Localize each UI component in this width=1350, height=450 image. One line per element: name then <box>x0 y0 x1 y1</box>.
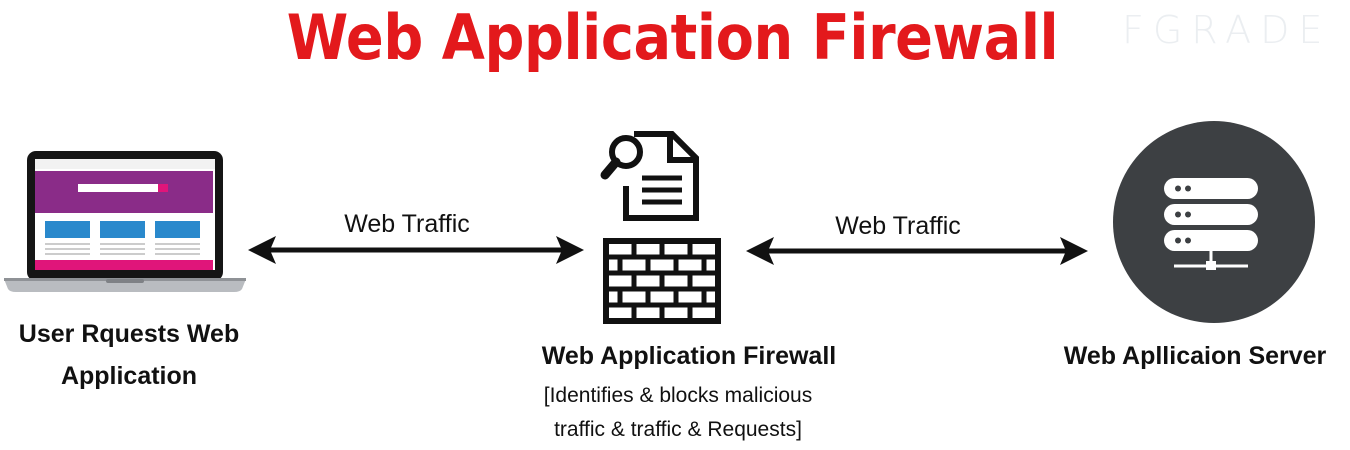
laptop-screen-tile-3 <box>155 221 200 238</box>
laptop-screen-footer <box>35 260 213 270</box>
laptop-base <box>4 279 246 292</box>
laptop-screen-tile-2 <box>100 221 145 238</box>
document-search-icon <box>600 131 699 221</box>
brand-logo: FGRADE <box>1122 8 1332 52</box>
laptop-screen-search-button <box>158 184 168 192</box>
firewall-note-line1: [Identifies & blocks malicious <box>543 384 813 407</box>
firewall-note-line2: traffic & traffic & Requests] <box>554 418 802 441</box>
server-label: Web Apllicaion Server <box>1063 342 1327 370</box>
brick-wall-icon <box>603 238 721 324</box>
server-icon <box>1113 121 1315 323</box>
laptop-screen-tile-1 <box>45 221 90 238</box>
traffic-label-right: Web Traffic <box>835 212 961 240</box>
user-label-line1: User Rquests Web <box>18 320 240 348</box>
firewall-label: Web Application Firewall <box>541 342 837 370</box>
traffic-label-left: Web Traffic <box>344 210 470 238</box>
user-label-line2: Application <box>60 362 198 390</box>
laptop-screen-search <box>78 184 158 192</box>
laptop-icon <box>4 151 246 292</box>
page-title: Web Application Firewall <box>286 1 1059 74</box>
double-arrow-icon <box>248 236 584 264</box>
laptop-screen-nav <box>35 159 215 169</box>
double-arrow-icon <box>746 237 1088 265</box>
